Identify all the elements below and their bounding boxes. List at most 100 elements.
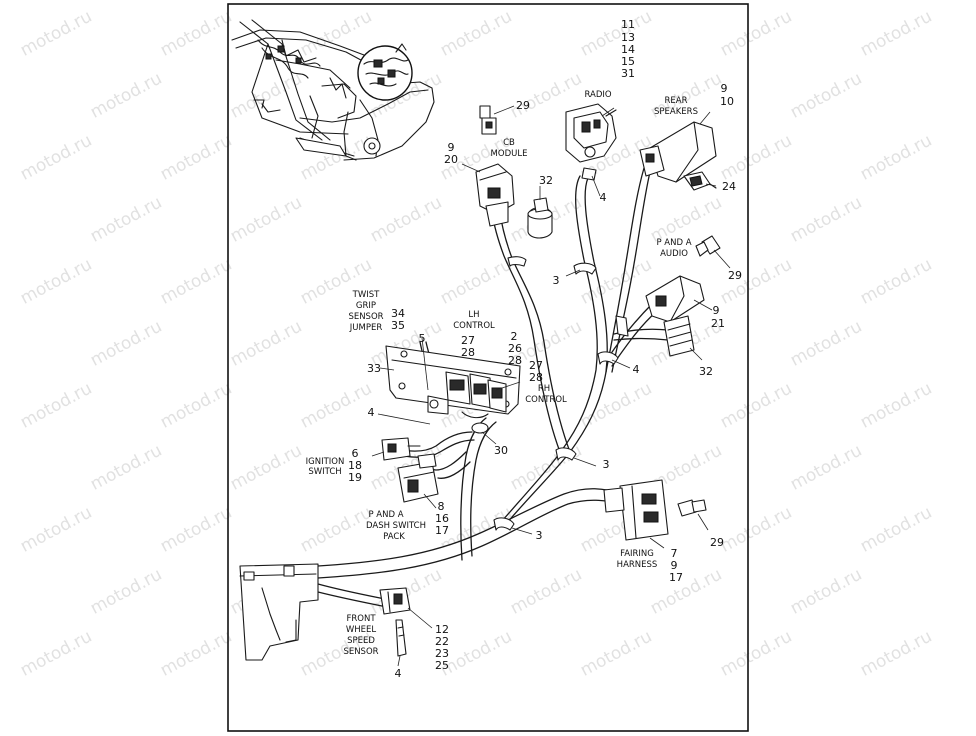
label-twist-grip-1: TWIST [352, 290, 380, 300]
front-wheel-num-1: 12 [435, 623, 449, 636]
radio-num-5: 31 [621, 67, 635, 80]
watermark-layer: motod.ru motod.ru motod.ru motod.ru motod.ru… [17, 7, 935, 681]
cable-clips [493, 167, 629, 531]
dash-switch-num-1: 8 [438, 500, 445, 513]
watermark-text: motod.ru [857, 503, 935, 557]
rear-speakers-num-1: 9 [721, 82, 728, 95]
label-front-wheel-3: SPEED [347, 636, 375, 646]
fairing-harness-connector [603, 479, 669, 541]
radio-num-2: 13 [621, 31, 635, 44]
rh-control-num-1: 27 [529, 359, 543, 372]
label-p-and-a-audio-2: AUDIO [660, 249, 688, 259]
fairing-num-1: 7 [671, 547, 678, 560]
label-lh-control-2: CONTROL [453, 321, 495, 331]
p-and-a-audio-connector [645, 275, 705, 323]
callout-29-fairing: 29 [710, 536, 724, 549]
radio-num-1: 11 [621, 18, 635, 31]
watermark-text: motod.ru [857, 7, 935, 61]
watermark-text: motod.ru [787, 193, 865, 247]
inset-magnified-detail [363, 43, 409, 87]
label-rear-speakers-1: REAR [665, 96, 688, 106]
part-29-audio-plug [695, 235, 721, 257]
lh-rh-control-connectors [427, 371, 507, 419]
watermark-text: motod.ru [717, 131, 795, 185]
callout-29-top: 29 [516, 99, 530, 112]
watermark-text: motod.ru [437, 255, 515, 309]
diagram-frame [227, 3, 749, 732]
watermark-text: motod.ru [227, 441, 305, 495]
audio-num-2: 21 [711, 317, 725, 330]
watermark-text: motod.ru [87, 69, 165, 123]
watermark-text: motod.ru [367, 193, 445, 247]
watermark-text: motod.ru [87, 441, 165, 495]
callout-32-top: 32 [539, 174, 553, 187]
watermark-text: motod.ru [647, 565, 725, 619]
lower-fork-housing [239, 563, 319, 661]
inset-harness-tangle [257, 39, 347, 99]
watermark-text: motod.ru [577, 627, 655, 681]
twist-grip-num-1: 34 [391, 307, 405, 320]
watermark-text: motod.ru [17, 7, 95, 61]
watermark-text: motod.ru [87, 565, 165, 619]
front-wheel-num-4: 25 [435, 659, 449, 672]
callout-30: 30 [494, 444, 508, 457]
callout-29-audio: 29 [728, 269, 742, 282]
watermark-text: motod.ru [157, 627, 235, 681]
watermark-text: motod.ru [787, 69, 865, 123]
watermark-text: motod.ru [297, 131, 375, 185]
watermark-text: motod.ru [87, 193, 165, 247]
radio-connector [565, 103, 617, 163]
watermark-text: motod.ru [17, 255, 95, 309]
watermark-text: motod.ru [17, 131, 95, 185]
front-wheel-speed-sensor-connector [379, 587, 411, 615]
callout-labels: RADIO 11 13 14 15 31 REAR SPEAKERS 9 10 … [306, 18, 742, 680]
rh-top-num-1: 2 [511, 330, 518, 343]
fairing-num-3: 17 [669, 571, 683, 584]
watermark-text: motod.ru [787, 317, 865, 371]
watermark-text: motod.ru [577, 7, 655, 61]
watermark-text: motod.ru [857, 627, 935, 681]
lh-control-num-1: 27 [461, 334, 475, 347]
label-rh-control-1: RH [538, 384, 550, 394]
callout-3-middle: 3 [603, 458, 610, 471]
lh-control-num-2: 28 [461, 346, 475, 359]
label-dash-switch-2: DASH SWITCH [366, 521, 426, 531]
part-24-plug [683, 171, 717, 191]
watermark-text: motod.ru [157, 379, 235, 433]
label-front-wheel-2: WHEEL [346, 625, 377, 635]
label-cb-module-1: CB [503, 138, 515, 148]
rear-speakers-connector [639, 121, 717, 183]
watermark-text: motod.ru [507, 441, 585, 495]
callout-32-lower: 32 [699, 365, 713, 378]
part-29-fairing-plug [677, 499, 707, 517]
part-32-grommet-top [527, 197, 553, 239]
ignition-num-3: 19 [348, 471, 362, 484]
label-ignition-switch-2: SWITCH [308, 467, 341, 477]
label-dash-switch-1: P AND A [368, 510, 403, 520]
watermark-text: motod.ru [717, 379, 795, 433]
watermark-text: motod.ru [787, 565, 865, 619]
ignition-num-2: 18 [348, 459, 362, 472]
audio-num-1: 9 [713, 304, 720, 317]
label-front-wheel-1: FRONT [346, 614, 376, 624]
label-rh-control-2: CONTROL [525, 395, 567, 405]
callout-4-right: 4 [633, 363, 640, 376]
watermark-text: motod.ru [297, 503, 375, 557]
watermark-text: motod.ru [787, 441, 865, 495]
label-fairing-harness-1: FAIRING [620, 549, 654, 559]
watermark-text: motod.ru [157, 503, 235, 557]
callout-33: 33 [367, 362, 381, 375]
watermark-text: motod.ru [17, 627, 95, 681]
watermark-text: motod.ru [297, 379, 375, 433]
label-rear-speakers-2: SPEAKERS [654, 107, 698, 117]
watermark-text: motod.ru [857, 131, 935, 185]
callout-3-lower: 3 [536, 529, 543, 542]
part-30-clip [471, 422, 489, 434]
fairing-num-2: 9 [671, 559, 678, 572]
cb-module-num-2: 20 [444, 153, 458, 166]
callout-24: 24 [722, 180, 736, 193]
cb-module-num-1: 9 [448, 141, 455, 154]
watermark-text: motod.ru [157, 131, 235, 185]
